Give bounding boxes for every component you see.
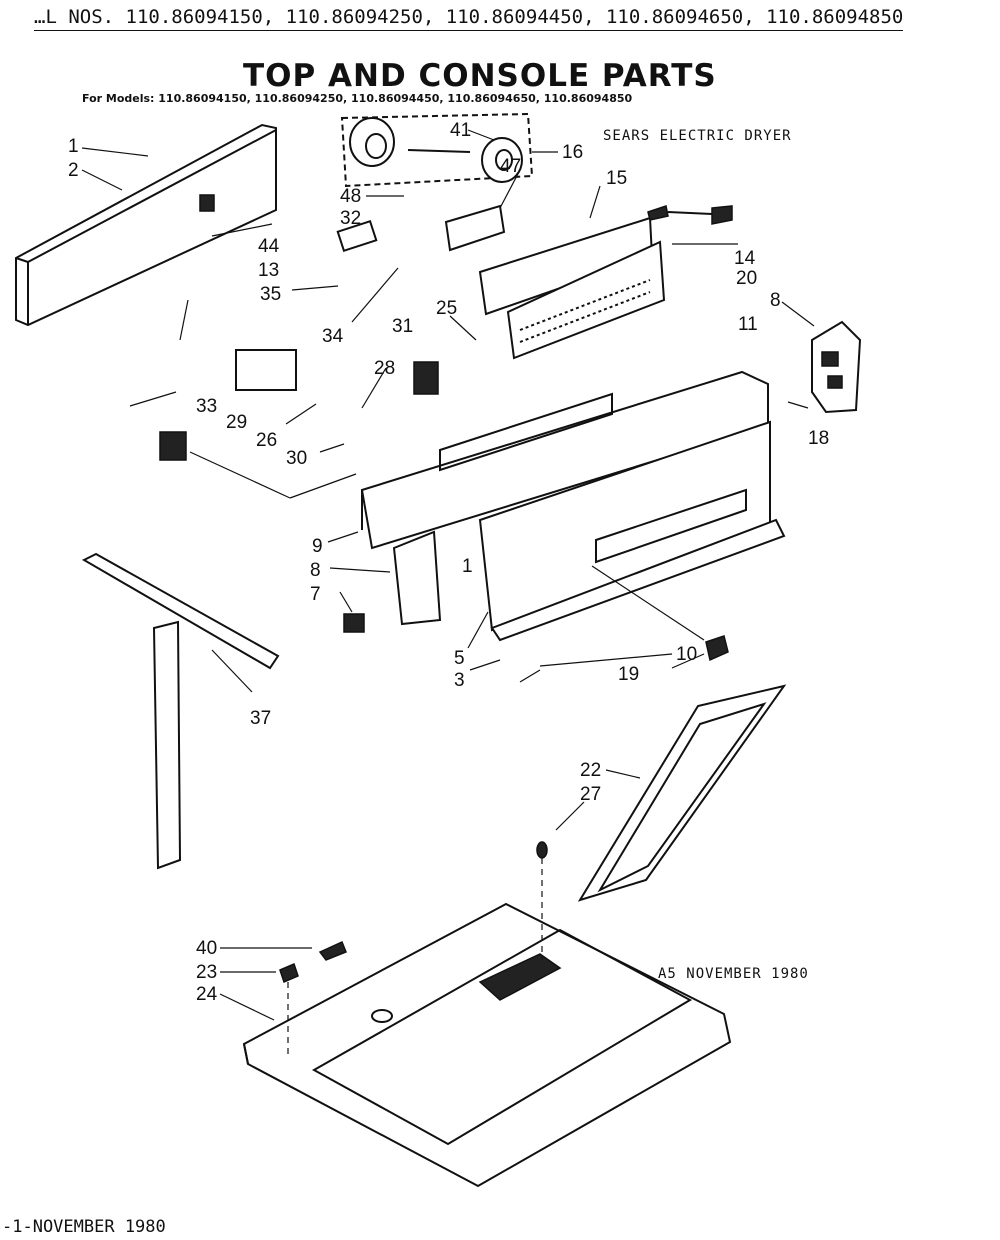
callout-label: 15 <box>606 168 627 189</box>
lint-filter-part <box>577 684 787 902</box>
model-numbers-header: …L NOS. 110.86094150, 110.86094250, 110.… <box>34 6 904 31</box>
lamp-socket-part <box>336 219 378 253</box>
timer-switch-part <box>235 349 297 391</box>
callout-label: 25 <box>436 298 457 319</box>
callout-label: 10 <box>676 644 697 665</box>
callout-label: 30 <box>286 448 307 469</box>
callout-label: 27 <box>580 784 601 805</box>
back-panel-part <box>15 123 277 327</box>
callout-label: 37 <box>250 708 271 729</box>
callout-numbers: 1 2 41 16 47 48 15 32 14 44 13 20 35 8 3… <box>68 120 829 1005</box>
callout-label: 23 <box>196 962 217 983</box>
screw-27-part <box>536 841 548 859</box>
door-switch-part <box>159 431 187 461</box>
callout-label: 34 <box>322 326 344 347</box>
clip-40-part <box>318 940 347 961</box>
knob-assembly-part <box>340 112 534 188</box>
callout-label: 14 <box>734 248 756 269</box>
wire-connector-part <box>647 205 733 225</box>
callout-label: 48 <box>340 186 361 207</box>
callout-label: 33 <box>196 396 217 417</box>
callout-label: 35 <box>260 284 281 305</box>
callout-label: 2 <box>68 160 79 181</box>
callout-label: 40 <box>196 938 217 959</box>
callout-label: 22 <box>580 760 601 781</box>
revision-label: A5 NOVEMBER 1980 <box>658 966 809 982</box>
callout-label: 1 <box>462 556 473 577</box>
console-body-part <box>360 370 786 642</box>
callout-label: 29 <box>226 412 247 433</box>
callout-label: 20 <box>736 268 757 289</box>
callout-label: 13 <box>258 260 279 281</box>
callout-label: 44 <box>258 236 280 257</box>
control-panel-part <box>478 216 666 360</box>
callout-label: 28 <box>374 358 395 379</box>
callout-label: 8 <box>310 560 321 581</box>
footer-date: -1-NOVEMBER 1980 <box>2 1217 166 1237</box>
end-cap-right-part <box>811 320 862 414</box>
callout-label: 19 <box>618 664 639 685</box>
nameplate-part <box>444 204 506 252</box>
callout-label: 31 <box>392 316 413 337</box>
callout-label: 41 <box>450 120 471 141</box>
top-cover-part <box>242 902 732 1188</box>
support-arm-part <box>81 552 280 870</box>
callout-label: 7 <box>310 584 321 605</box>
leader-lines <box>81 129 815 1056</box>
callout-label: 5 <box>454 648 465 669</box>
callout-label: 11 <box>738 314 758 335</box>
bracket-part <box>705 635 729 662</box>
end-cap-left-part <box>392 530 442 626</box>
callout-label: 18 <box>808 428 829 449</box>
callout-label: 9 <box>312 536 323 557</box>
callout-label: 26 <box>256 430 277 451</box>
callout-label: 8 <box>770 290 781 311</box>
capacitor-part <box>413 361 439 395</box>
callout-label: 47 <box>500 156 521 177</box>
page-title: TOP AND CONSOLE PARTS <box>243 58 717 94</box>
screw-23-part <box>279 962 299 984</box>
callout-label: 16 <box>562 142 583 163</box>
page-subtitle: For Models: 110.86094150, 110.86094250, … <box>82 92 633 105</box>
brand-label: SEARS ELECTRIC DRYER <box>603 128 792 144</box>
callout-label: 3 <box>454 670 465 691</box>
callout-label: 24 <box>196 984 218 1005</box>
callout-label: 1 <box>68 136 79 157</box>
clip-part <box>343 613 365 633</box>
callout-label: 32 <box>340 208 361 229</box>
